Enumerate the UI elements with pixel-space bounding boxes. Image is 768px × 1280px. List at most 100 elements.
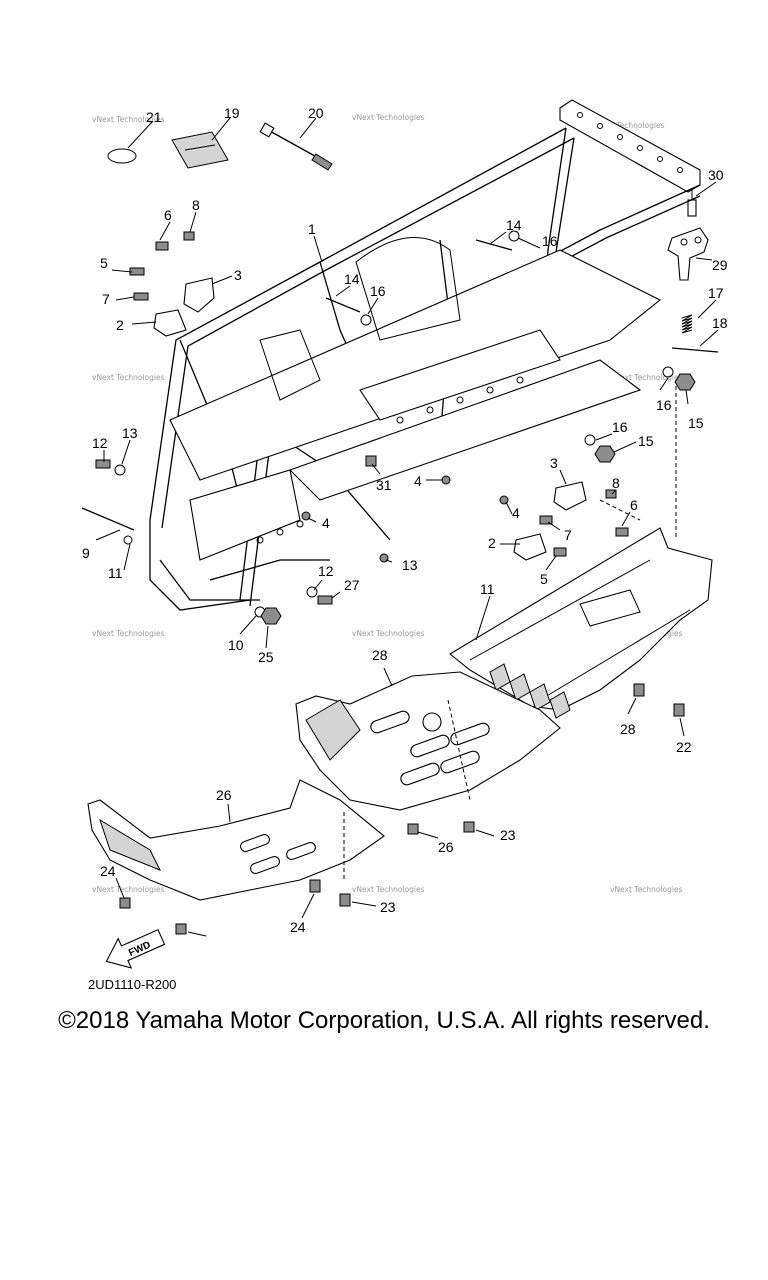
callout: 3 (550, 455, 558, 471)
callout: 3 (234, 267, 242, 283)
callout: 13 (122, 425, 138, 441)
nut-15 (594, 445, 616, 463)
callout: 26 (438, 839, 454, 855)
washer-13 (114, 464, 126, 476)
bracket-29 (667, 227, 709, 281)
callout: 7 (564, 527, 572, 543)
callout: 16 (612, 419, 628, 435)
washer-16 (508, 230, 520, 242)
callout: 29 (712, 257, 728, 273)
callout: 8 (192, 197, 200, 213)
bolt-5 (553, 547, 567, 557)
callout: 31 (376, 477, 392, 493)
main-frame (149, 99, 701, 611)
watermark: vNext Technologies (92, 885, 165, 894)
bolt-12 (317, 595, 333, 605)
callout: 22 (676, 739, 692, 755)
callout: 11 (108, 565, 123, 581)
callout: 15 (688, 415, 704, 431)
bolt-7 (539, 515, 553, 525)
bolt-26 (463, 821, 475, 833)
callout: 5 (100, 255, 108, 271)
callout: 13 (402, 557, 418, 573)
callout: 6 (164, 207, 172, 223)
watermark: vNext Technologies (352, 113, 425, 122)
bolt-28 (673, 703, 685, 717)
callout: 28 (620, 721, 636, 737)
spring-17 (681, 314, 693, 334)
callout: 14 (506, 217, 522, 233)
watermark: vNext Technologies (352, 885, 425, 894)
callout: 16 (656, 397, 672, 413)
bolt-8 (605, 489, 617, 499)
callout: 16 (542, 233, 558, 249)
bolt-30 (687, 199, 697, 217)
callout: 4 (414, 473, 422, 489)
bolt-14-upper (475, 239, 513, 251)
washer-11 (123, 535, 133, 545)
callout: 28 (372, 647, 388, 663)
nut-4 (379, 553, 389, 563)
loose-parts (107, 122, 719, 353)
bolt-6 (155, 241, 169, 251)
callout: 1 (308, 221, 316, 237)
rear-rack (559, 99, 701, 193)
washer-13 (306, 586, 318, 598)
mount-3-left (183, 277, 215, 313)
callout: 2 (488, 535, 496, 551)
callout: 26 (216, 787, 232, 803)
callout: 8 (612, 475, 620, 491)
callout: 9 (82, 545, 90, 561)
bolt-8 (183, 231, 195, 241)
bolt-12 (95, 459, 111, 469)
bolt-6 (615, 527, 629, 537)
nut-10 (260, 607, 282, 625)
callout: 15 (638, 433, 654, 449)
callout: 25 (258, 649, 274, 665)
bolt-23 (175, 923, 187, 935)
callout: 11 (480, 581, 495, 597)
watermark: vNext Technologies (92, 373, 165, 382)
washer-16 (584, 434, 596, 446)
watermark: vNext Technologies (352, 629, 425, 638)
callout: 4 (322, 515, 330, 531)
callout: 19 (224, 105, 240, 121)
mount-3-right (553, 481, 587, 511)
callout: 14 (344, 271, 360, 287)
callout: 24 (290, 919, 306, 935)
bolt-5 (129, 267, 145, 276)
callout: 4 (512, 505, 520, 521)
nut-15 (674, 373, 696, 391)
copyright-notice: ©2018 Yamaha Motor Corporation, U.S.A. A… (58, 1007, 710, 1034)
callout: 24 (100, 863, 116, 879)
callout: 17 (708, 285, 724, 301)
bolt-14-lower (325, 297, 361, 313)
callout-layer: 21 19 20 30 6 8 1 14 16 3 5 29 7 14 16 1… (82, 105, 728, 935)
bolt-7 (133, 292, 149, 301)
skid-plate-25 (295, 671, 561, 835)
watermark: vNext Technologies (592, 121, 665, 130)
leader-lines (95, 117, 719, 937)
washer-16 (360, 314, 372, 326)
bolt-24 (309, 879, 321, 893)
callout: 5 (540, 571, 548, 587)
washer-16 (662, 366, 674, 378)
callout: 12 (92, 435, 108, 451)
label-19 (171, 131, 229, 169)
watermark: vNext Technologies (610, 373, 683, 382)
bolt-23 (119, 897, 131, 909)
mount-2-left (153, 309, 187, 337)
callout: 2 (116, 317, 124, 333)
callout: 6 (630, 497, 638, 513)
diagram-code: 2UD1110-R200 (88, 977, 177, 992)
callout: 27 (344, 577, 360, 593)
watermark: vNext Technologies (610, 885, 683, 894)
bolt-9 (81, 507, 135, 531)
callout: 7 (102, 291, 110, 307)
callout: 10 (228, 637, 244, 653)
nut-4 (441, 475, 451, 485)
pin-18 (671, 347, 719, 353)
callout: 23 (500, 827, 516, 843)
o-ring-21 (107, 148, 137, 164)
callout: 21 (146, 109, 162, 125)
